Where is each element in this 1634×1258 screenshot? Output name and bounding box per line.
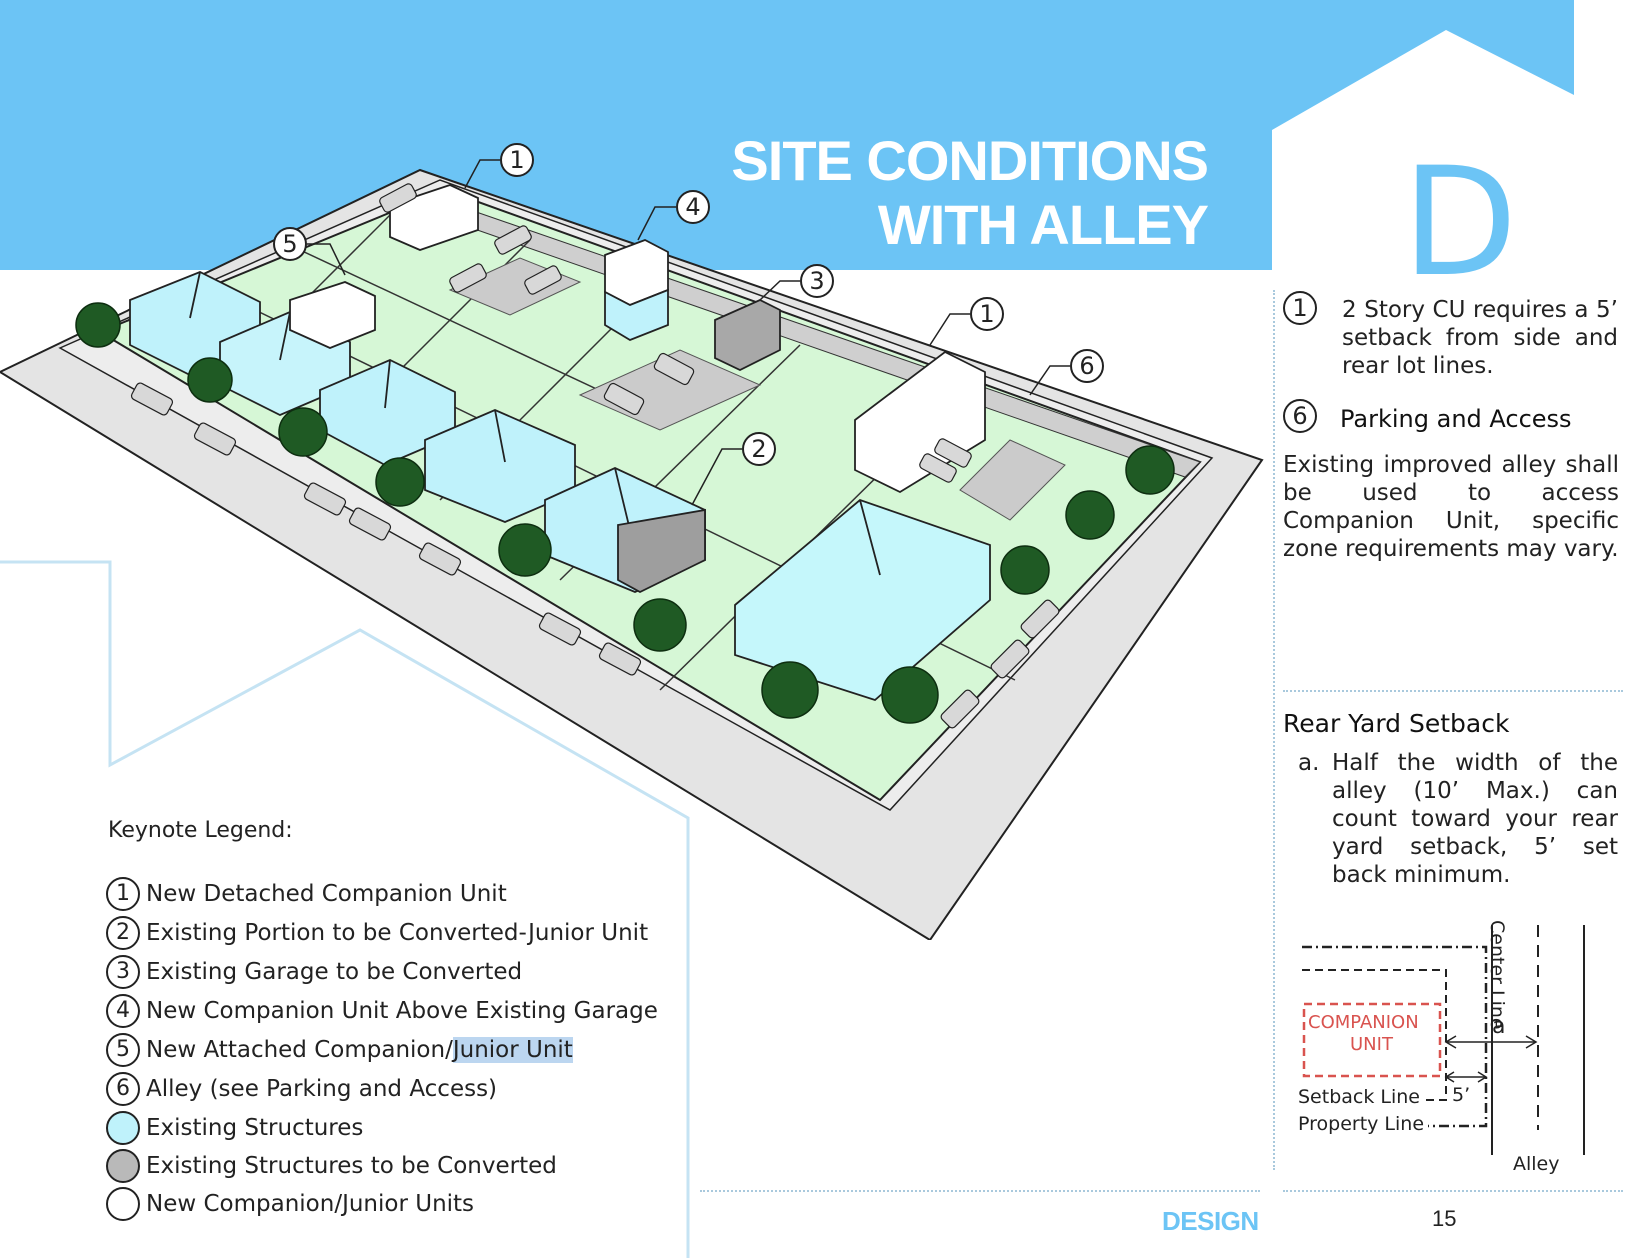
legend-symbol: 3 [106,955,140,989]
legend-swatch-new [106,1187,140,1221]
page-title-line2: WITH ALLEY [877,193,1209,256]
legend-label: Existing Portion to be Converted-Junior … [146,920,649,946]
legend-item-1: 1 New Detached Companion Unit [106,876,507,912]
legend-symbol: 5 [106,1033,140,1067]
note-1-text: 2 Story CU requires a 5’ setback from si… [1342,297,1618,379]
legend-label: New Companion/Junior Units [146,1191,475,1217]
companion-unit-label-line2: UNIT [1350,1034,1393,1055]
page-title-line1: SITE CONDITIONS [731,129,1209,192]
dimension-a-label: a [1492,1014,1506,1039]
note-1-marker: 1 [1283,291,1317,325]
legend-label: Existing Structures to be Converted [146,1153,557,1179]
section-divider [1283,690,1623,692]
footer-divider-right [1283,1190,1623,1192]
legend-label-highlight[interactable]: Junior Unit [452,1037,573,1063]
note-6-text: Existing improved alley shall be used to… [1283,452,1619,562]
rear-yard-item-text: Half the width of the alley (10’ Max.) c… [1332,750,1618,888]
legend-item-new: New Companion/Junior Units [106,1186,474,1222]
legend-title: Keynote Legend: [108,818,293,843]
page-number: 15 [1432,1206,1457,1231]
callout-5: 5 [273,227,307,261]
callout-1-right: 1 [970,297,1004,331]
property-line-label: Property Line [1298,1113,1425,1135]
center-line-label: Center Line [1486,920,1508,1030]
setback-diagram [1302,925,1585,1155]
legend-label: Alley (see Parking and Access) [146,1076,498,1102]
footer-section-label: DESIGN [1162,1206,1259,1236]
legend-item-existing: Existing Structures [106,1110,363,1146]
note-6-marker: 6 [1283,399,1317,433]
setback-line-label: Setback Line [1298,1086,1420,1108]
legend-item-2: 2 Existing Portion to be Converted-Junio… [106,915,648,951]
legend-item-5: 5 New Attached Companion/Junior Unit [106,1032,573,1068]
callout-1-top: 1 [500,143,534,177]
legend-symbol: 6 [106,1072,140,1106]
rear-yard-heading: Rear Yard Setback [1283,709,1510,738]
legend-label: Existing Structures [146,1115,364,1141]
legend-label: New Attached Companion/ [146,1037,453,1063]
legend-swatch-existing [106,1111,140,1145]
section-letter: D [1402,136,1518,310]
legend-label: Existing Garage to be Converted [146,959,523,985]
legend-swatch-converted [106,1149,140,1183]
callout-3: 3 [800,264,834,298]
alley-label: Alley [1513,1153,1560,1175]
site-plan-illustration [0,159,1264,940]
legend-item-4: 4 New Companion Unit Above Existing Gara… [106,993,658,1029]
legend-item-6: 6 Alley (see Parking and Access) [106,1071,497,1107]
legend-symbol: 4 [106,994,140,1028]
footer-divider-left [700,1190,1260,1192]
legend-item-converted: Existing Structures to be Converted [106,1148,557,1184]
dimension-5-label: 5’ [1452,1084,1471,1106]
rear-yard-item-marker: a. [1298,750,1320,776]
callout-2: 2 [742,432,776,466]
callout-4: 4 [676,190,710,224]
legend-label: New Companion Unit Above Existing Garage [146,998,658,1024]
legend-symbol: 2 [106,916,140,950]
legend-symbol: 1 [106,877,140,911]
legend-label: New Detached Companion Unit [146,881,507,907]
companion-unit-label-line1: COMPANION [1308,1012,1419,1033]
column-divider [1273,290,1275,1170]
note-6-title: Parking and Access [1340,405,1572,433]
legend-item-3: 3 Existing Garage to be Converted [106,954,522,990]
callout-6: 6 [1070,349,1104,383]
